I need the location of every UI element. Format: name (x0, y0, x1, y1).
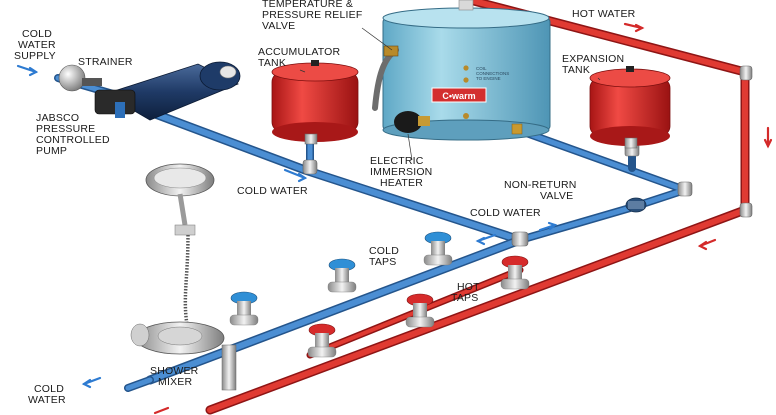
arrow-left-icon (153, 406, 170, 415)
label-cold-water-mid: COLD WATER (237, 185, 308, 197)
label-hot-water-top: HOT WATER (572, 8, 636, 20)
label-pump-1: JABSCO (36, 112, 79, 124)
accumulator-tank (271, 60, 359, 145)
label-pump-2: PRESSURE (36, 123, 95, 135)
label-cold-water-out-2: WATER (28, 394, 66, 406)
jabsco-pump (94, 61, 241, 121)
shower-assembly (130, 163, 237, 391)
label-pump-3: CONTROLLED (36, 134, 110, 146)
strainer (58, 64, 102, 92)
label-cold-water-supply-3: SUPPLY (14, 50, 56, 62)
label-hot-taps-1: HOT (457, 281, 480, 293)
label-strainer: STRAINER (78, 56, 133, 68)
cold-taps (229, 231, 453, 326)
label-accumulator-1: ACCUMULATOR (258, 46, 341, 58)
label-temp-valve-1: TEMPERATURE & (262, 0, 353, 10)
label-pump-4: PUMP (36, 145, 67, 157)
tank-text-2: CONNECTIONS (476, 71, 509, 76)
label-hot-taps-2: TAPS (451, 292, 478, 304)
label-shower-mixer-2: MIXER (158, 376, 192, 388)
label-accumulator-2: TANK (258, 57, 286, 69)
labels: COLD WATER SUPPLY STRAINER JABSCO PRESSU… (14, 0, 636, 406)
label-heater-1: ELECTRIC (370, 155, 424, 167)
immersion-heater (394, 111, 422, 133)
label-expansion-2: TANK (562, 64, 590, 76)
brand-label: C•warm (442, 91, 475, 101)
calorifier-tank: C•warm COIL CONNECTIONS TO ENGINE (372, 0, 551, 141)
label-cold-water-right: COLD WATER (470, 207, 541, 219)
hot-taps (307, 255, 530, 358)
pipe-joints (302, 65, 753, 247)
label-cold-taps-1: COLD (369, 245, 399, 257)
label-cold-taps-2: TAPS (369, 256, 396, 268)
tank-text-3: TO ENGINE (476, 76, 501, 81)
label-temp-valve-3: VALVE (262, 20, 295, 32)
brand-badge (431, 87, 487, 103)
label-shower-mixer-1: SHOWER (150, 365, 199, 377)
label-expansion-1: EXPANSION (562, 53, 624, 65)
label-heater-3: HEATER (380, 177, 423, 189)
leader-lines (299, 27, 601, 161)
label-cold-water-supply-1: COLD (22, 28, 52, 40)
flow-arrows (16, 22, 773, 415)
label-heater-2: IMMERSION (370, 166, 432, 178)
label-cold-water-out-1: COLD (34, 383, 64, 395)
label-non-return-1: NON-RETURN (504, 179, 577, 191)
label-non-return-2: VALVE (540, 190, 573, 202)
label-temp-valve-2: PRESSURE RELIEF (262, 9, 362, 21)
expansion-tank (589, 66, 671, 149)
label-cold-water-supply-2: WATER (18, 39, 56, 51)
tank-text-1: COIL (476, 66, 487, 71)
non-return-valve (625, 197, 647, 213)
